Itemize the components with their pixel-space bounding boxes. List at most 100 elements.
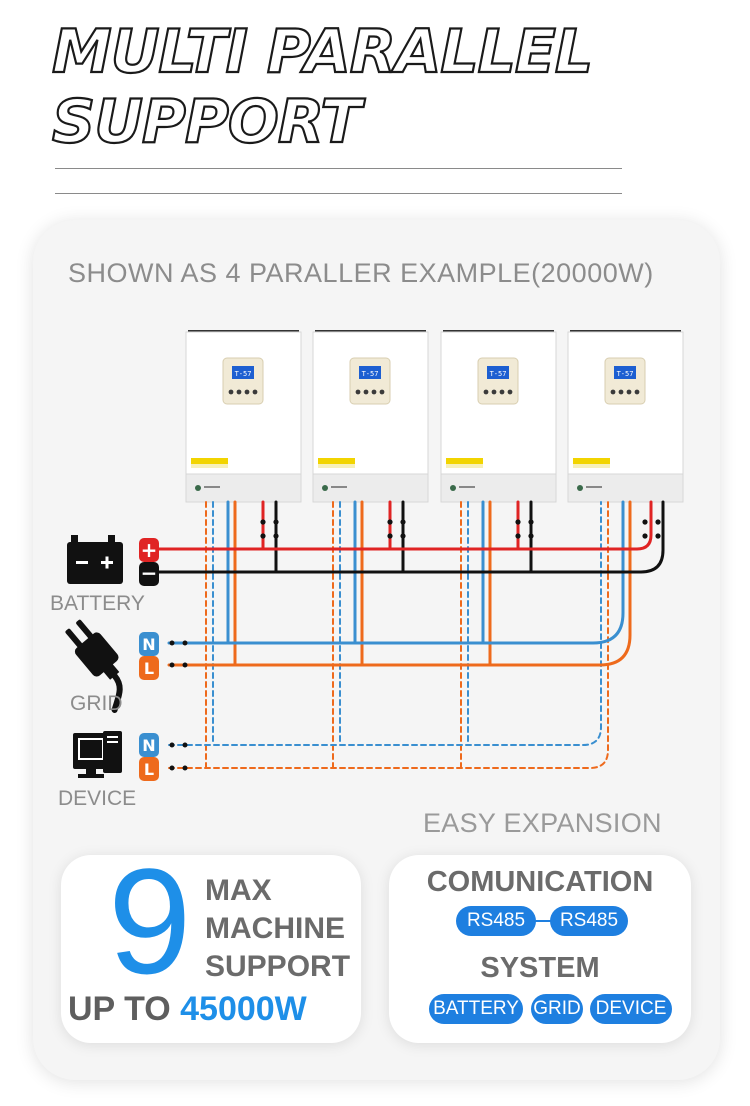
inverter-warning-sticker-lower bbox=[318, 464, 355, 468]
max-machine-panel bbox=[61, 855, 361, 1043]
device-icon bbox=[73, 731, 122, 778]
inverter-button bbox=[228, 389, 234, 395]
system-grid-pill: GRID bbox=[531, 994, 583, 1024]
fuse-terminal bbox=[515, 533, 521, 539]
inverter-lcd-text: T-57 bbox=[362, 370, 379, 378]
inverter-logo-mark bbox=[577, 485, 583, 491]
system-device-pill: DEVICE bbox=[590, 994, 672, 1024]
input-terminal bbox=[169, 662, 175, 668]
rs485-link bbox=[535, 920, 551, 922]
grid-neutral-badge: N bbox=[139, 632, 159, 656]
rs485-left-pill: RS485 bbox=[456, 906, 536, 936]
inverter-warning-sticker bbox=[191, 458, 228, 464]
fuse-terminal bbox=[387, 519, 393, 525]
fuse-terminal bbox=[387, 533, 393, 539]
fuse-terminal bbox=[528, 533, 534, 539]
battery-label: BATTERY bbox=[50, 592, 145, 615]
fuse-terminal bbox=[655, 533, 661, 539]
grid-live-badge: L bbox=[139, 656, 159, 680]
inverter-base bbox=[440, 473, 557, 503]
inverter-button bbox=[618, 389, 624, 395]
inverter-logo-text bbox=[459, 486, 475, 488]
fuse-terminal bbox=[400, 519, 406, 525]
upto-value: 45000W bbox=[180, 990, 307, 1028]
input-terminal bbox=[169, 640, 175, 646]
inverter-lcd bbox=[232, 366, 254, 379]
inverter-logo-mark bbox=[450, 485, 456, 491]
svg-text:N: N bbox=[142, 635, 155, 654]
machine-line: MACHINE bbox=[205, 912, 345, 945]
easy-expansion-heading: EASY EXPANSION bbox=[423, 808, 662, 838]
inverter-control-panel bbox=[222, 357, 264, 405]
input-terminal bbox=[169, 765, 175, 771]
input-terminal bbox=[182, 742, 188, 748]
svg-text:L: L bbox=[144, 659, 154, 678]
inverter-logo-mark bbox=[322, 485, 328, 491]
svg-text:L: L bbox=[144, 760, 154, 779]
inverter-button bbox=[363, 389, 369, 395]
inverter-lcd bbox=[614, 366, 636, 379]
inverter-warning-sticker-lower bbox=[446, 464, 483, 468]
rs485-right-pill: RS485 bbox=[550, 906, 628, 936]
inverter-logo-text bbox=[204, 486, 220, 488]
inverter-button bbox=[252, 389, 258, 395]
fuse-terminal bbox=[273, 519, 279, 525]
fuse-terminal bbox=[655, 519, 661, 525]
upto-capacity: UP TO 45000W bbox=[68, 990, 307, 1029]
device-live-bus bbox=[168, 501, 609, 769]
inverter-logo-mark bbox=[195, 485, 201, 491]
inverter-button bbox=[507, 389, 513, 395]
inverter-unit-1: T-57 bbox=[185, 330, 302, 503]
inverter-control-panel bbox=[604, 357, 646, 405]
inverter-button bbox=[610, 389, 616, 395]
grid-live-bus bbox=[167, 500, 632, 667]
divider-rule-top bbox=[55, 168, 622, 169]
inverter-button bbox=[371, 389, 377, 395]
inverter-unit-3: T-57 bbox=[440, 330, 557, 503]
fuse-terminal bbox=[642, 519, 648, 525]
inverter-control-panel bbox=[349, 357, 391, 405]
system-battery-pill: BATTERY bbox=[429, 994, 523, 1024]
negative-symbol: − bbox=[141, 561, 158, 585]
fuse-terminal bbox=[260, 533, 266, 539]
battery-icon bbox=[67, 535, 123, 584]
inverter-lcd-text: T-57 bbox=[490, 370, 507, 378]
battery-positive-bus bbox=[157, 500, 653, 551]
inverter-lcd-text: T-57 bbox=[235, 370, 252, 378]
device-neutral-bus bbox=[168, 501, 602, 746]
inverter-base bbox=[185, 473, 302, 503]
inverter-lcd bbox=[487, 366, 509, 379]
inverter-lcd-text: T-57 bbox=[617, 370, 634, 378]
battery-negative-badge: − bbox=[139, 561, 159, 586]
inverter-logo-text bbox=[586, 486, 602, 488]
inverter-control-panel bbox=[477, 357, 519, 405]
inverter-button bbox=[491, 389, 497, 395]
inverter-button bbox=[355, 389, 361, 395]
diagram-subtitle: SHOWN AS 4 PARALLER EXAMPLE(20000W) bbox=[68, 258, 654, 288]
inverter-button bbox=[634, 389, 640, 395]
inverter-button bbox=[626, 389, 632, 395]
fuse-terminal bbox=[528, 519, 534, 525]
input-terminal bbox=[182, 640, 188, 646]
inverter-lcd bbox=[359, 366, 381, 379]
communication-title: COMUNICATION bbox=[426, 866, 654, 898]
inverter-button bbox=[244, 389, 250, 395]
plug-icon bbox=[65, 619, 123, 713]
inverter-warning-sticker-lower bbox=[191, 464, 228, 468]
upto-prefix: UP TO bbox=[68, 990, 171, 1028]
fuse-terminal bbox=[260, 519, 266, 525]
fuse-terminal bbox=[642, 533, 648, 539]
headline-line-2: SUPPORT bbox=[51, 87, 363, 157]
fuse-terminal bbox=[273, 533, 279, 539]
inverter-warning-sticker bbox=[446, 458, 483, 464]
grid-neutral-bus bbox=[167, 500, 625, 645]
inverter-button bbox=[236, 389, 242, 395]
inverter-button bbox=[379, 389, 385, 395]
grid-label: GRID bbox=[70, 692, 123, 715]
inverter-base bbox=[567, 473, 684, 503]
input-terminal bbox=[169, 742, 175, 748]
inverter-base bbox=[312, 473, 429, 503]
svg-text:N: N bbox=[142, 736, 155, 755]
divider-rule-bottom bbox=[55, 193, 622, 194]
positive-symbol: + bbox=[141, 538, 158, 562]
